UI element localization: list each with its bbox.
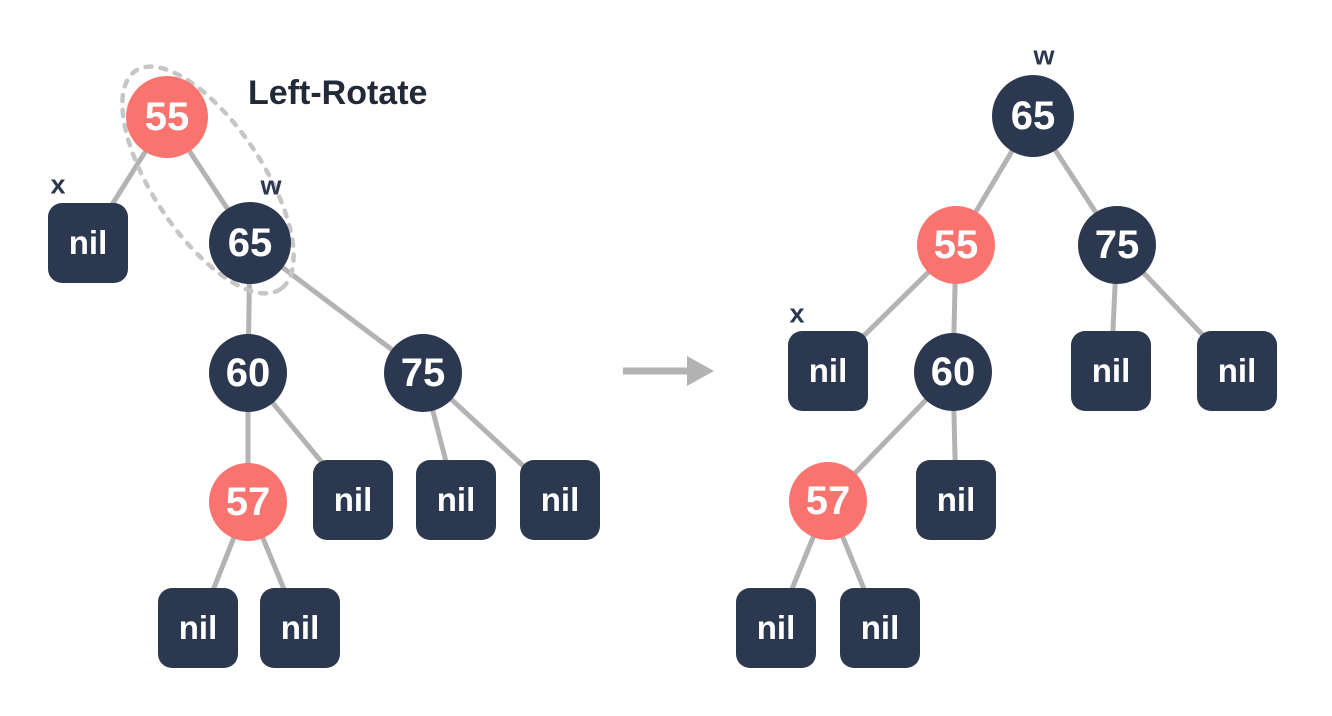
right-tree-nil-57-left: nil [736,588,816,668]
left-tree-nil-75-right: nil [520,460,600,540]
pointer-label-x-right: x [789,298,805,329]
left-tree-node-55: 55 [126,76,208,158]
left-tree-nil-x: nil [48,203,128,283]
right-tree-nil-x: nil [788,331,868,411]
left-tree-node-75: 75 [384,334,462,412]
right-tree-nil-75-left: nil [1071,331,1151,411]
left-tree-node-65: 65 [209,202,291,284]
right-tree-node-55: 55 [917,206,995,284]
pointer-label-w-right: w [1033,40,1055,71]
pointer-label-w-left: w [260,170,282,201]
operation-title: Left-Rotate [248,74,428,112]
left-tree-nil-60-right: nil [313,460,393,540]
right-tree-nil-75-right: nil [1197,331,1277,411]
right-tree-node-57: 57 [789,462,867,540]
left-tree-nil-57-left: nil [158,588,238,668]
right-tree-node-75: 75 [1078,206,1156,284]
left-tree-node-60: 60 [209,334,287,412]
left-tree-node-57: 57 [209,463,287,541]
left-tree-nil-57-right: nil [260,588,340,668]
arrow-head [687,356,714,386]
rotation-highlight-ellipse [120,64,296,296]
transform-arrow-icon [623,356,714,386]
right-tree-node-60: 60 [914,333,992,411]
right-tree-node-65: 65 [992,75,1074,157]
left-tree-edges [85,115,562,629]
pointer-label-x-left: x [50,169,66,200]
left-tree-nil-75-left: nil [416,460,496,540]
right-tree-nil-60-right: nil [916,460,996,540]
right-tree-nil-57-right: nil [840,588,920,668]
